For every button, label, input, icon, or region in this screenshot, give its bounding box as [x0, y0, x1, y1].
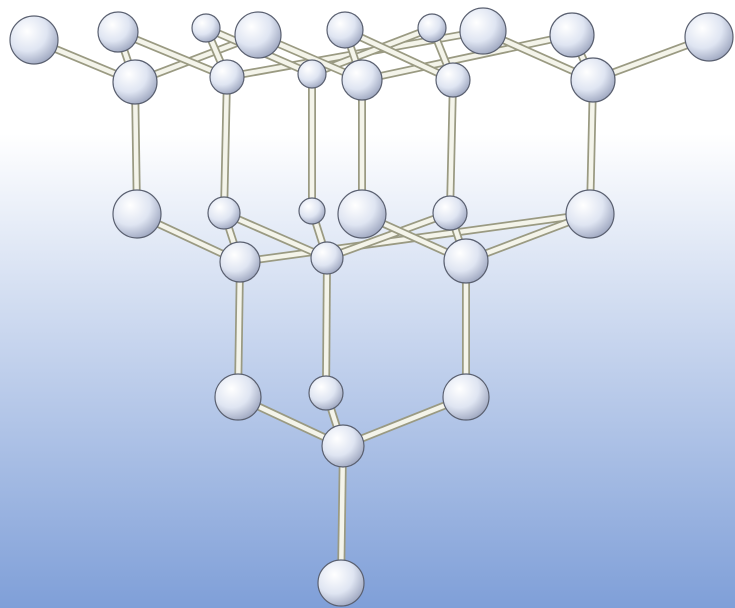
- bond-b5-c5: [446, 79, 457, 214]
- atom-c4: [337, 189, 387, 239]
- atom-a4: [234, 11, 282, 59]
- atom-b5: [435, 62, 471, 98]
- bond-d2-c5: [325, 209, 452, 262]
- atom-a8: [549, 12, 595, 58]
- atom-a7: [459, 7, 507, 55]
- atom-e1: [214, 373, 262, 421]
- atom-c5: [432, 195, 468, 231]
- atom-f1: [321, 424, 365, 468]
- atom-a1: [9, 15, 59, 65]
- atom-b2: [209, 59, 245, 95]
- atom-b3: [297, 59, 327, 89]
- bond-a5-b5: [343, 26, 455, 84]
- bond-b2-c2: [220, 76, 231, 214]
- atom-d1: [219, 241, 261, 283]
- bond-c2-d2: [222, 209, 329, 262]
- atom-a6: [417, 13, 447, 43]
- atom-layer: [9, 7, 734, 607]
- atom-c2: [207, 196, 241, 230]
- atom-b6: [570, 57, 616, 103]
- atom-b1: [112, 59, 158, 105]
- atom-c6: [565, 189, 615, 239]
- atom-e3: [442, 373, 490, 421]
- bond-d2-e2: [322, 257, 331, 394]
- atom-a5: [326, 11, 364, 49]
- atom-g1: [317, 559, 365, 607]
- atom-d3: [443, 238, 489, 284]
- atom-e2: [308, 375, 344, 411]
- atom-a3: [191, 13, 221, 43]
- bond-b4-a8: [361, 31, 573, 84]
- atom-c3: [298, 197, 326, 225]
- atom-d2: [310, 241, 344, 275]
- atom-b4: [341, 59, 383, 101]
- atom-a2: [97, 11, 139, 53]
- atom-c1: [112, 189, 162, 239]
- atom-a9: [684, 12, 734, 62]
